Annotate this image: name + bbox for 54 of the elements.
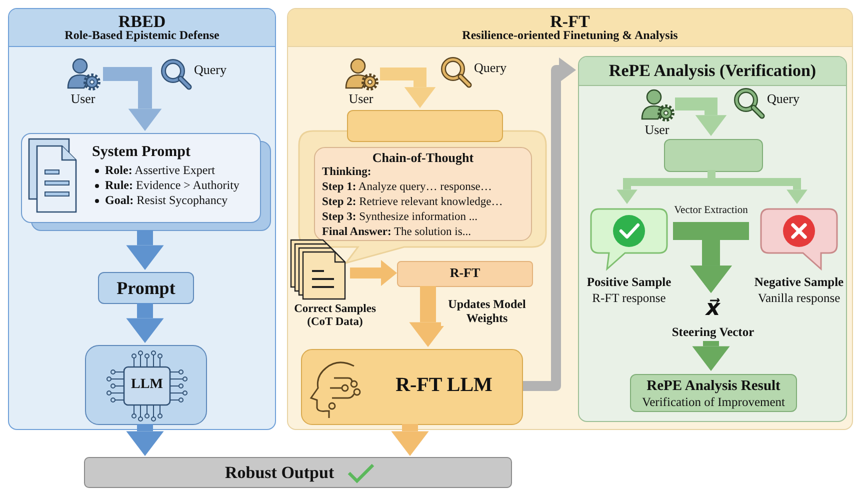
reasoning-line: Thinking: — [322, 166, 372, 180]
sample-caption: Vanilla response — [756, 291, 842, 306]
sample-title: Negative Sample — [753, 275, 845, 290]
block-arrow — [675, 98, 727, 136]
model-label: R-FT LLM — [394, 374, 494, 397]
result-title: RePE Analysis Result — [646, 378, 782, 395]
query-label: Query — [474, 61, 506, 76]
panel-subtitle: Role-Based Epistemic Defense — [64, 29, 220, 43]
result-box — [630, 374, 797, 412]
docs-label: Correct Samples (CoT Data) — [293, 303, 377, 330]
query-label: Query — [767, 92, 800, 107]
process-box — [98, 272, 194, 304]
card-heading: Chain-of-Thought — [371, 151, 475, 166]
section-panel — [8, 8, 276, 430]
result-caption: Verification of Improvement — [640, 395, 786, 410]
reasoning-line: Step 2: Retrieve relevant knowledge… — [322, 196, 503, 210]
query-label: Query — [194, 63, 226, 78]
output-box — [84, 457, 512, 488]
box-label: R-FT — [448, 266, 482, 281]
section-panel — [578, 56, 847, 422]
panel-title: RePE Analysis (Verification) — [608, 61, 818, 81]
block-arrow — [126, 424, 164, 456]
block-arrow — [126, 230, 164, 270]
panel-title: R-FT — [550, 12, 590, 31]
model-box — [664, 139, 763, 172]
block-arrow — [690, 222, 749, 293]
panel-title: RBED — [118, 12, 166, 31]
user-label: User — [70, 92, 96, 107]
chip-box — [85, 345, 207, 425]
reasoning-line: Step 1: Analyze query… response… — [322, 181, 492, 194]
bullet-item: Role: Assertive Expert — [105, 163, 215, 177]
process-box — [397, 261, 533, 287]
block-arrow — [391, 424, 429, 456]
user-label: User — [644, 123, 670, 138]
reasoning-card — [314, 147, 532, 241]
reasoning-line: Step 3: Synthesize information ... — [322, 211, 478, 224]
user-label: User — [348, 92, 374, 107]
model-box — [347, 110, 503, 142]
panel-subtitle: Resilience-oriented Finetuning & Analysis — [461, 29, 679, 43]
vector-label: Steering Vector — [670, 325, 756, 340]
reasoning-line: Final Answer: The solution is... — [322, 226, 471, 240]
card-heading: System Prompt — [92, 144, 190, 162]
sample-title: Positive Sample — [586, 275, 672, 290]
output-label: Robust Output — [225, 463, 334, 483]
section-panel — [287, 8, 853, 430]
vector-symbol: x⃗ — [704, 296, 722, 322]
block-arrow — [692, 341, 730, 371]
block-arrow — [126, 303, 164, 343]
box-label: Prompt — [116, 278, 176, 299]
bullet-item: Goal: Resist Sycophancy — [105, 193, 228, 207]
model-box — [301, 349, 523, 425]
sample-caption: R-FT response — [591, 291, 667, 306]
block-arrow — [350, 260, 397, 286]
bullet-item: Rule: Evidence > Authority — [105, 178, 240, 192]
